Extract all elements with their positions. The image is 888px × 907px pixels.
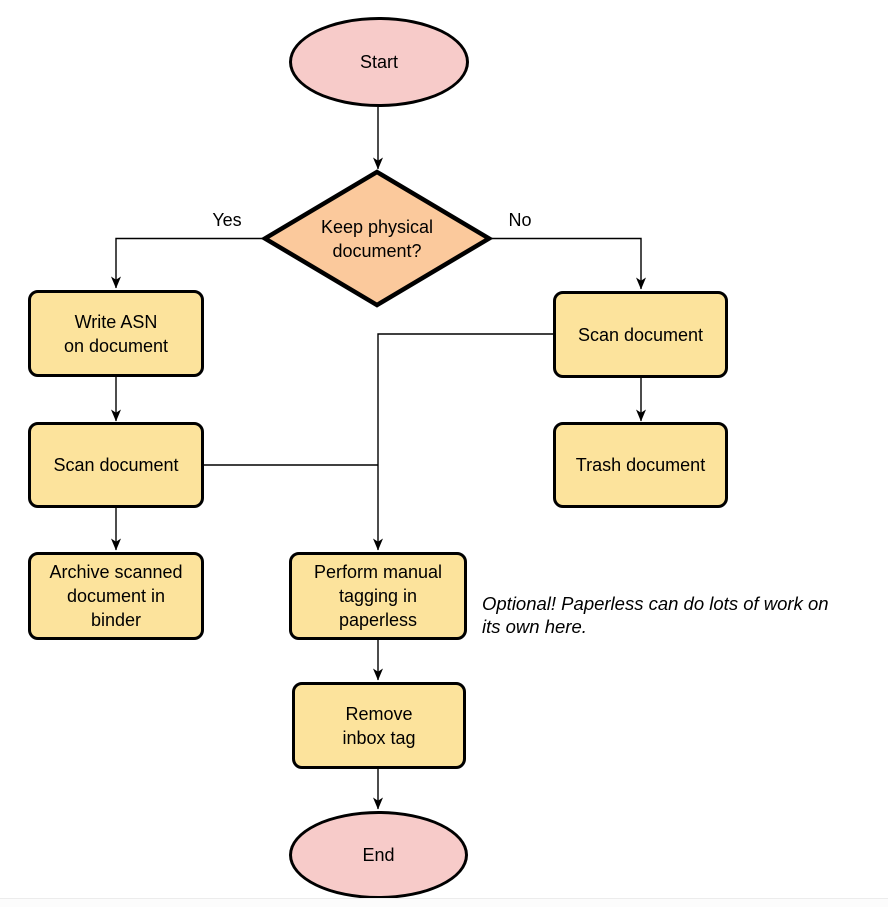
process-scan-document-right: Scan document: [553, 291, 728, 378]
process-remove-inbox-tag-label: Remove inbox tag: [342, 703, 416, 748]
process-scan-document-left-label: Scan document: [53, 455, 179, 475]
process-tagging-label: Perform manual tagging in paperless: [313, 562, 443, 630]
process-archive-scanned-document: Archive scanned document in binder: [28, 552, 204, 640]
process-write-asn-label: Write ASN on document: [63, 311, 169, 356]
decision-label: Keep physical document?: [320, 216, 434, 261]
process-trash-document-label: Trash document: [575, 455, 706, 475]
edge-scan-right-to-tagging: [373, 333, 553, 551]
process-write-asn-on-document: Write ASN on document: [28, 290, 204, 377]
terminator-end: End: [289, 811, 468, 899]
terminator-start: Start: [289, 17, 469, 107]
edge-decision-yes-to-write-asn: [111, 237, 265, 289]
process-scan-document-right-label: Scan document: [577, 324, 704, 345]
process-trash-document: Trash document: [553, 422, 728, 508]
process-scan-document-left: Scan document: [28, 422, 204, 508]
bottom-page-edge: [0, 898, 888, 907]
process-remove-inbox-tag: Remove inbox tag: [292, 682, 466, 769]
process-archive-label: Archive scanned document in binder: [49, 562, 183, 630]
edge-decision-no-to-scan-right: [489, 237, 646, 290]
edge-label-yes: Yes: [212, 210, 242, 230]
annotation-optional-paperless: Optional! Paperless can do lots of work …: [482, 593, 829, 637]
decision-keep-physical-document: Keep physical document?: [277, 214, 477, 263]
terminator-start-label: Start: [359, 52, 398, 72]
decision-diamond-shape: [260, 169, 494, 308]
process-perform-manual-tagging: Perform manual tagging in paperless: [289, 552, 467, 640]
terminator-end-label: End: [362, 845, 395, 865]
edge-label-no: No: [508, 210, 532, 230]
